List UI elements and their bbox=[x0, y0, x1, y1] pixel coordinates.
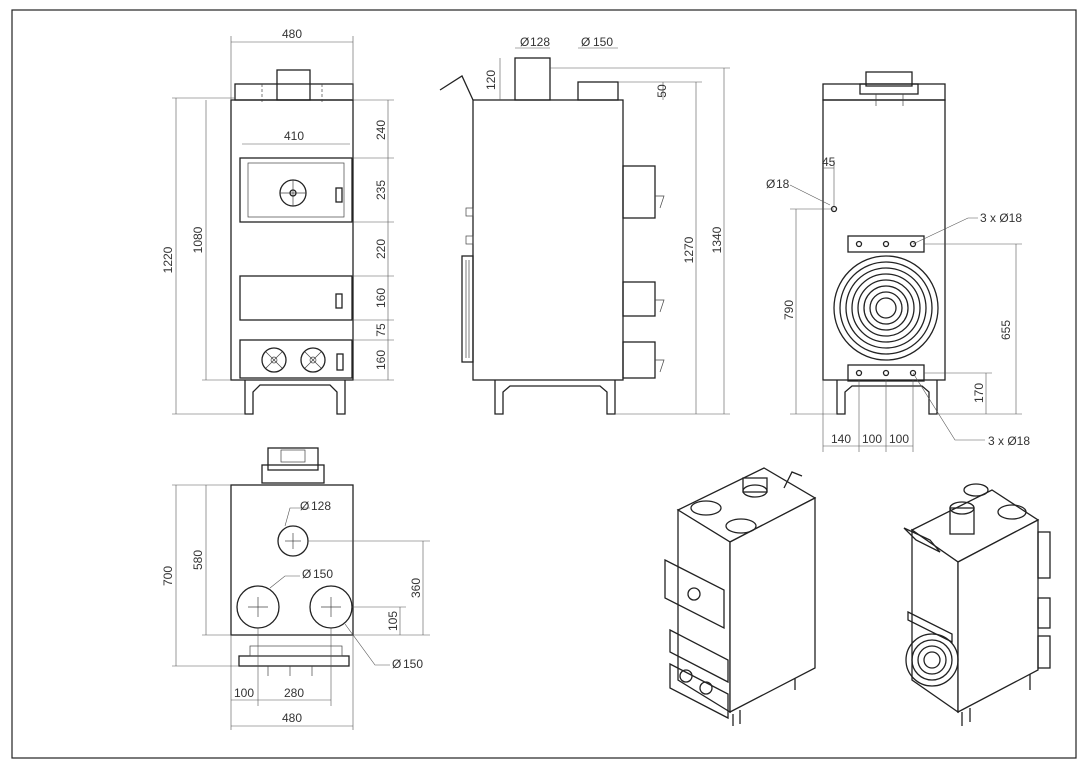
dim-top-pipe-right: 150 bbox=[403, 657, 423, 671]
dim-top-pipe-offset: 360 bbox=[409, 578, 423, 598]
dim-top-pipe-small: 128 bbox=[311, 499, 331, 513]
sheet-border bbox=[11, 9, 1077, 759]
dim-top-pipe-spacing: 280 bbox=[284, 686, 304, 700]
dim-rear-hole-offset: 45 bbox=[822, 155, 836, 169]
dim-h1: 240 bbox=[374, 120, 388, 140]
dim-top-pipe-right-symbol: Ø bbox=[392, 657, 401, 671]
front-view: 480 410 1220 1080 240 235 220 160 75 160 bbox=[161, 27, 394, 415]
dim-side-height-a: 1270 bbox=[682, 236, 696, 263]
dim-top-inner-depth: 580 bbox=[191, 550, 205, 570]
dim-rear-holes-bottom: 3 x Ø18 bbox=[988, 434, 1030, 448]
dim-body-height: 1080 bbox=[191, 226, 205, 253]
side-view: Ø 128 Ø 150 120 50 1270 1340 bbox=[439, 35, 730, 415]
dim-h6: 160 bbox=[374, 350, 388, 370]
isometric-front-view bbox=[664, 467, 817, 726]
top-view: 700 580 Ø 128 Ø 150 Ø 150 360 105 100 28… bbox=[161, 447, 430, 730]
dim-side-pipe-offset: 50 bbox=[655, 84, 669, 98]
dim-top-depth: 700 bbox=[161, 566, 175, 586]
dim-rear-spacing-3: 100 bbox=[889, 432, 909, 446]
dim-rear-spacing-2: 100 bbox=[862, 432, 882, 446]
dim-h4: 160 bbox=[374, 288, 388, 308]
dim-h2: 235 bbox=[374, 180, 388, 200]
dim-side-pipe-a: 128 bbox=[530, 35, 550, 49]
dim-top-pipe-left-symbol: Ø bbox=[302, 567, 311, 581]
dim-top-pipe-center: 105 bbox=[386, 611, 400, 631]
dim-side-pipe-b: 150 bbox=[593, 35, 613, 49]
dim-top-offset-left: 100 bbox=[234, 686, 254, 700]
dim-side-height-b: 1340 bbox=[710, 226, 724, 253]
dim-top-pipe-small-symbol: Ø bbox=[300, 499, 309, 513]
dim-side-pipe-b-symbol: Ø bbox=[581, 35, 590, 49]
rear-view: Ø 18 45 790 655 170 140 100 100 3 x Ø18 … bbox=[766, 71, 1030, 452]
dim-h3: 220 bbox=[374, 239, 388, 259]
dim-rear-hole-symbol: Ø bbox=[766, 177, 775, 191]
dim-h5: 75 bbox=[374, 323, 388, 337]
isometric-rear-view bbox=[903, 483, 1051, 726]
dim-rear-spacing-1: 140 bbox=[831, 432, 851, 446]
dim-top-pipe-left: 150 bbox=[313, 567, 333, 581]
dim-side-pipe-height: 120 bbox=[484, 70, 498, 90]
dim-door-width: 410 bbox=[284, 129, 304, 143]
dim-front-width: 480 bbox=[282, 27, 302, 41]
dim-top-width: 480 bbox=[282, 711, 302, 725]
dim-rear-hole: 18 bbox=[776, 177, 790, 191]
dim-rear-fan-bottom: 790 bbox=[782, 300, 796, 320]
dim-total-height: 1220 bbox=[161, 246, 175, 273]
dim-rear-holes-top: 3 x Ø18 bbox=[980, 211, 1022, 225]
dim-rear-bottom-gap: 170 bbox=[972, 383, 986, 403]
dim-side-pipe-a-symbol: Ø bbox=[520, 35, 529, 49]
dim-rear-fan-span: 655 bbox=[999, 320, 1013, 340]
